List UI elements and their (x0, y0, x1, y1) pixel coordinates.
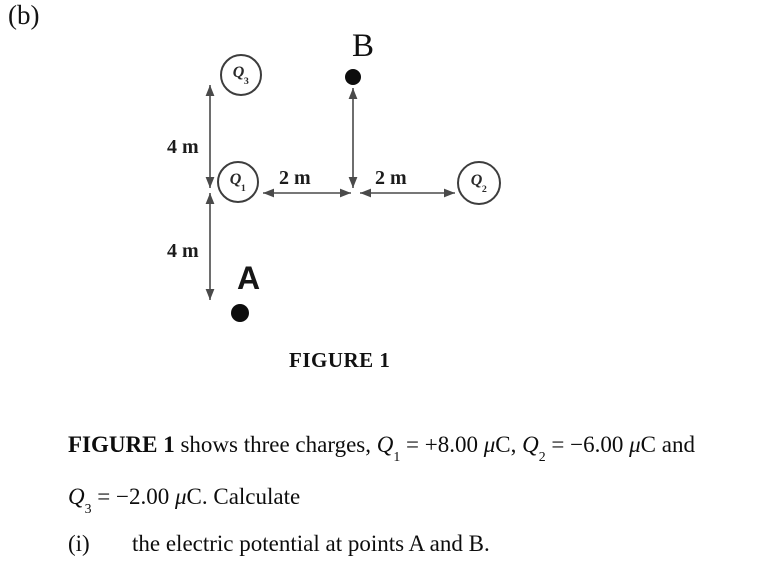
point-b-label: B (352, 28, 375, 64)
charge-q3-label: Q3 (232, 64, 249, 88)
charge-q2-circle: Q2 (457, 161, 501, 205)
dim-label-4m-lower: 4 m (167, 240, 199, 262)
dim-label-4m-upper: 4 m (167, 136, 199, 158)
charge-q1-circle: Q1 (217, 161, 259, 203)
question-item-number: (i) (68, 531, 90, 556)
problem-text-line-2: Q3 = −2.00 μC. Calculate (68, 484, 301, 517)
figure-caption: FIGURE 1 (289, 348, 391, 372)
figure-reference: FIGURE 1 (68, 432, 175, 457)
figure-1-diagram: Q3 Q1 Q2 B A 4 m 4 m 2 m 2 m FIGURE 1 (167, 28, 501, 372)
dim-label-2m-right: 2 m (375, 167, 407, 189)
problem-text-line-1: FIGURE 1 shows three charges, Q1 = +8.00… (68, 432, 695, 465)
charge-q3-circle: Q3 (220, 54, 262, 96)
point-a-dot (231, 304, 249, 322)
charge-q1-label: Q1 (229, 171, 246, 195)
point-b-dot (345, 69, 361, 85)
dimension-arrows (205, 85, 455, 300)
dim-label-2m-left: 2 m (279, 167, 311, 189)
point-a-label: A (237, 260, 261, 296)
problem-text-line-3: (i) the electric potential at points A an… (68, 530, 490, 558)
charge-q2-label: Q2 (470, 172, 487, 196)
part-label: (b) (8, 0, 40, 30)
question-item-text: the electric potential at points A and B… (132, 531, 490, 556)
